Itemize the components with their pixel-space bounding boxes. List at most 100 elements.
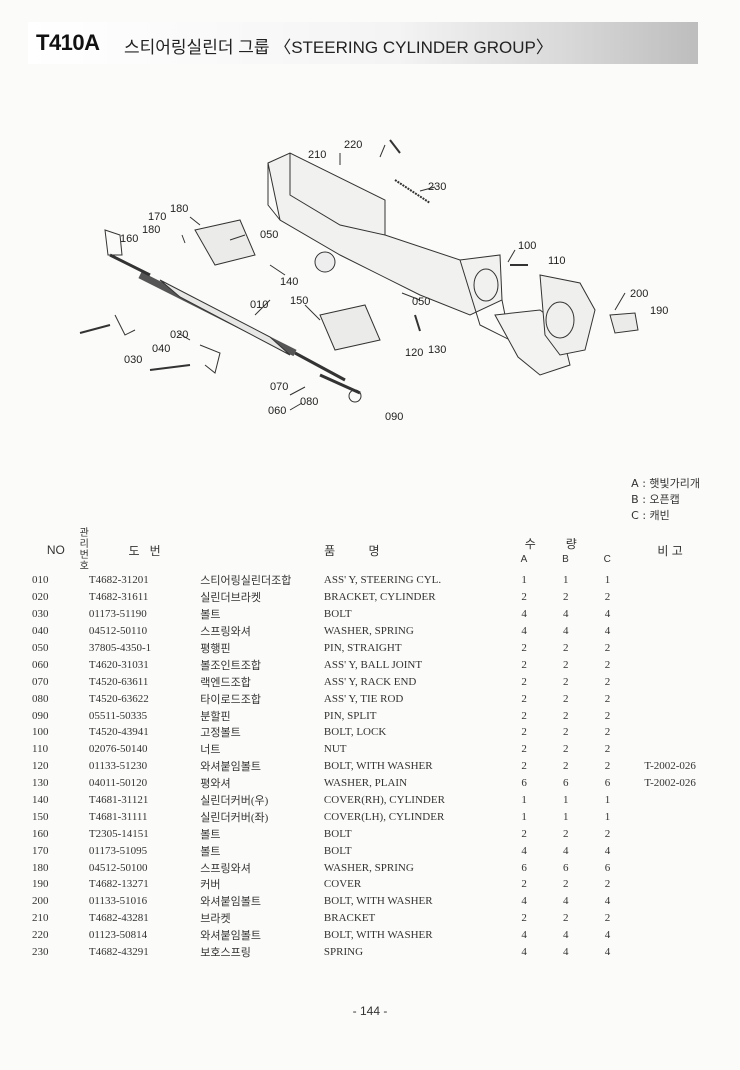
row-name-kr: 스프링와셔 [200, 862, 251, 875]
row-code [80, 910, 89, 927]
row-part-no: 01173-51190 [88, 608, 147, 621]
row-no: 180 [32, 861, 49, 874]
row-qty-c: 4 [604, 625, 611, 638]
header-qty-c: C [603, 554, 611, 565]
row-name-en: NUT [323, 743, 347, 756]
callout-120: 120 [405, 347, 423, 359]
row-code [80, 640, 89, 657]
row-code [80, 893, 89, 910]
row-part-no: T4682-31201 [88, 574, 149, 587]
row-part-no: 01133-51016 [88, 895, 148, 908]
row-qty-b: 2 [563, 743, 569, 756]
row-name-en: BOLT, WITH WASHER [323, 929, 433, 942]
row-qty-a: 4 [521, 608, 527, 621]
callout-020: 020 [170, 329, 188, 341]
row-qty-a: 2 [521, 658, 527, 671]
row-name-kr: 와셔붙임볼트 [200, 896, 262, 909]
row-qty-a: 2 [521, 642, 527, 654]
header-name: 품 명 [324, 543, 380, 558]
row-code [80, 808, 89, 825]
callout-190: 190 [650, 305, 668, 317]
row-remark [628, 825, 712, 842]
row-code [80, 876, 89, 893]
row-remark [628, 572, 712, 589]
row-qty-a: 6 [521, 861, 527, 874]
row-qty-b: 2 [563, 642, 569, 654]
row-qty-b: 2 [563, 726, 569, 739]
header-qty-b: B [562, 554, 569, 565]
row-qty-c: 4 [604, 946, 611, 959]
row-name-en: ASS' Y, TIE ROD [323, 692, 404, 705]
row-qty-c: 2 [604, 760, 611, 773]
callout-210: 210 [308, 149, 326, 161]
header-code: 관리 번호 [79, 528, 89, 572]
row-remark: T-2002-026 [644, 777, 696, 790]
row-qty-b: 4 [563, 929, 569, 942]
row-part-no: T4682-13271 [88, 878, 149, 891]
row-name-en: WASHER, SPRING [323, 861, 414, 874]
row-qty-a: 4 [521, 929, 527, 942]
row-part-no: T4620-31031 [88, 658, 149, 671]
row-qty-a: 4 [521, 625, 527, 638]
row-part-no: 01173-51095 [88, 844, 148, 857]
callout-170: 170 [148, 211, 166, 223]
row-name-en: PIN, SPLIT [323, 709, 377, 722]
row-code [80, 707, 89, 724]
row-name-kr: 커버 [200, 879, 221, 892]
row-code [80, 758, 89, 775]
row-name-en: SPRING [323, 946, 364, 959]
row-name-kr: 보호스프링 [200, 947, 251, 960]
page-header: T410A 스티어링실린더 그룹 〈STEERING CYLINDER GROU… [28, 22, 698, 64]
row-qty-b: 2 [563, 912, 569, 925]
row-part-no: 01133-51230 [88, 760, 148, 773]
row-name-kr: 실린더브라켓 [200, 592, 262, 605]
row-qty-b: 6 [563, 777, 569, 790]
row-qty-b: 4 [563, 946, 569, 959]
legend-b: B : 오픈캡 [631, 493, 680, 506]
row-name-kr: 스프링와셔 [200, 626, 251, 639]
row-qty-a: 2 [521, 760, 527, 773]
row-code [80, 606, 89, 623]
row-qty-a: 6 [521, 777, 527, 790]
row-code [80, 842, 89, 859]
row-qty-a: 4 [521, 895, 527, 908]
row-qty-c: 2 [604, 709, 611, 722]
header-qty-title: 수량 [524, 537, 607, 551]
row-code [80, 589, 89, 606]
row-name-kr: 랙엔드조합 [200, 676, 251, 689]
row-no: 090 [32, 709, 49, 722]
callout-130: 130 [428, 344, 446, 356]
callout-160: 160 [120, 233, 138, 245]
callout-030: 030 [124, 354, 142, 366]
row-name-en: BOLT, LOCK [323, 726, 387, 739]
row-name-kr: 실린더커버(좌) [200, 811, 269, 824]
row-code [80, 690, 89, 707]
row-name-en: WASHER, SPRING [323, 625, 414, 638]
row-name-en: ASS' Y, BALL JOINT [323, 658, 423, 671]
row-qty-b: 1 [563, 794, 569, 807]
row-code [80, 741, 89, 758]
row-qty-a: 2 [521, 675, 527, 688]
header-no: NO [46, 543, 65, 557]
row-qty-b: 1 [563, 810, 569, 823]
row-part-no: 04512-50100 [88, 861, 148, 874]
row-qty-a: 4 [521, 844, 527, 857]
row-remark [628, 690, 712, 707]
row-qty-a: 1 [521, 810, 527, 823]
row-name-kr: 와셔붙임볼트 [200, 761, 262, 774]
row-no: 170 [32, 844, 49, 857]
row-code [80, 859, 89, 876]
row-name-kr: 평행핀 [200, 643, 231, 655]
row-qty-c: 2 [604, 692, 611, 705]
row-name-kr: 볼트 [200, 845, 221, 858]
